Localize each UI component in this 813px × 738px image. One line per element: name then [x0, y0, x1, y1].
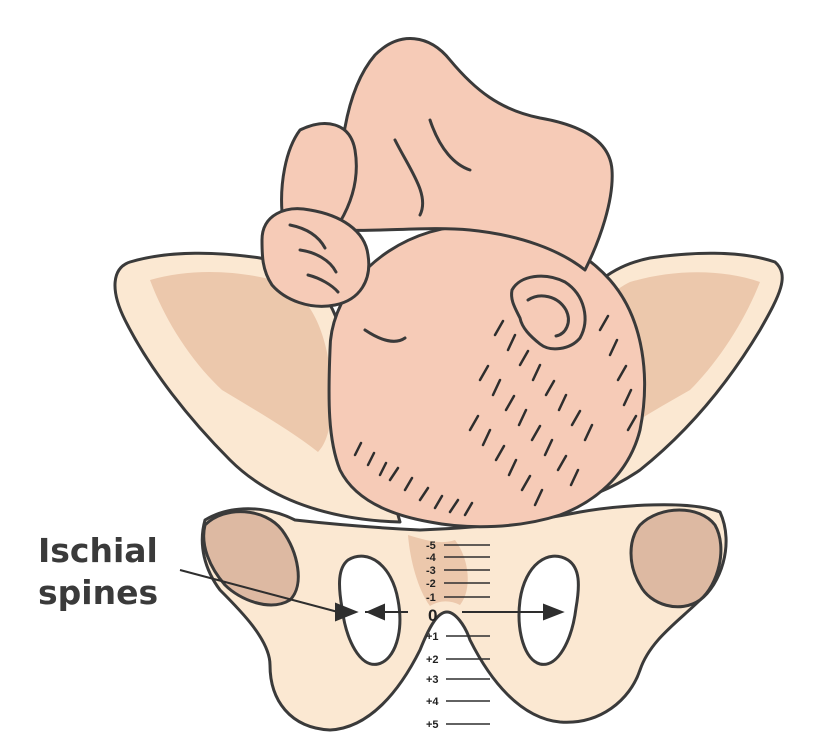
station-label: -2 [426, 578, 436, 590]
right-acetabulum [631, 510, 721, 607]
callout-line-2: spines [38, 572, 158, 614]
station-label: -5 [426, 540, 436, 552]
fetal-arm [282, 124, 357, 222]
fetal-head [329, 225, 645, 527]
station-label: -3 [426, 565, 436, 577]
ischial-spines-callout: Ischial spines [38, 530, 158, 614]
station-label: +5 [426, 719, 439, 731]
station-label: -1 [426, 592, 436, 604]
station-label: +1 [426, 631, 439, 643]
station-label: +4 [426, 696, 439, 708]
station-label: 0 [428, 606, 437, 625]
callout-line-1: Ischial [38, 530, 158, 572]
station-label: +3 [426, 674, 439, 686]
station-label: -4 [426, 552, 437, 564]
station-label: +2 [426, 654, 439, 666]
